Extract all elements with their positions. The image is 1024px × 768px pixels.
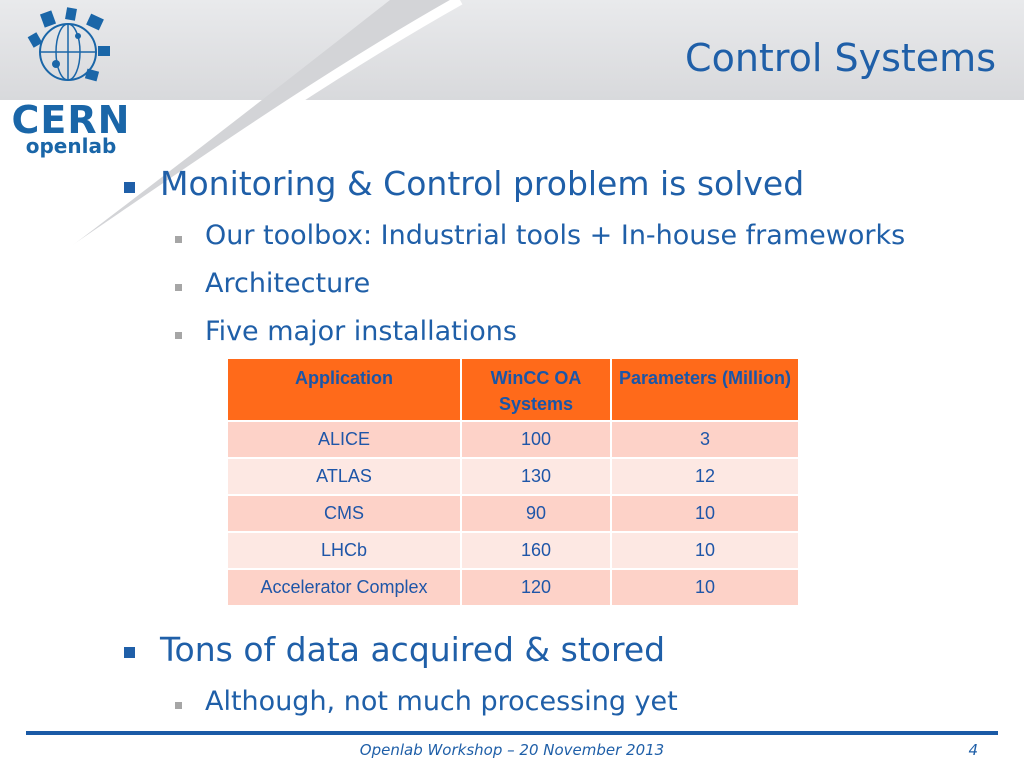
cern-emblem-icon xyxy=(27,7,110,82)
header-wincc-systems: WinCC OA Systems xyxy=(460,357,612,422)
cell-parameters: 12 xyxy=(610,457,800,496)
footer-caption: Openlab Workshop – 20 November 2013 xyxy=(359,741,665,759)
slide-title: Control Systems xyxy=(685,36,996,80)
table-row: LHCb 160 10 xyxy=(226,531,800,570)
cell-systems: 100 xyxy=(460,420,612,459)
sub-bullet-architecture: Architecture xyxy=(205,268,371,299)
sub-bullet-marker xyxy=(175,332,182,339)
sub-bullet-processing: Although, not much processing yet xyxy=(205,686,678,717)
sub-bullet-toolbox: Our toolbox: Industrial tools + In-house… xyxy=(205,220,906,251)
footer-divider xyxy=(26,731,998,735)
table-row: CMS 90 10 xyxy=(226,494,800,533)
cell-systems: 120 xyxy=(460,568,612,607)
cell-application: ATLAS xyxy=(226,457,462,496)
sub-bullet-marker xyxy=(175,702,182,709)
bullet-marker xyxy=(124,182,135,193)
cell-application: Accelerator Complex xyxy=(226,568,462,607)
cell-application: LHCb xyxy=(226,531,462,570)
header-band xyxy=(0,0,1024,100)
cern-openlab-logo: CERN openlab xyxy=(8,6,134,158)
logo-cern-text: CERN xyxy=(11,98,131,142)
installations-table: Application WinCC OA Systems Parameters … xyxy=(226,357,800,607)
sub-bullet-marker xyxy=(175,236,182,243)
sub-bullet-marker xyxy=(175,284,182,291)
header-swoosh xyxy=(0,0,463,305)
table-row: ATLAS 130 12 xyxy=(226,457,800,496)
cell-parameters: 10 xyxy=(610,494,800,533)
bullet-data-acquired: Tons of data acquired & stored xyxy=(160,630,666,669)
header-application: Application xyxy=(226,357,462,422)
cell-parameters: 10 xyxy=(610,568,800,607)
cell-systems: 90 xyxy=(460,494,612,533)
header-parameters: Parameters (Million) xyxy=(610,357,800,422)
bullet-marker xyxy=(124,647,135,658)
logo-openlab-text: openlab xyxy=(25,134,117,158)
bullet-monitoring: Monitoring & Control problem is solved xyxy=(160,164,805,203)
table-row: ALICE 100 3 xyxy=(226,420,800,459)
page-number: 4 xyxy=(968,741,978,759)
sub-bullet-installations: Five major installations xyxy=(205,316,517,347)
cell-systems: 130 xyxy=(460,457,612,496)
table-row: Accelerator Complex 120 10 xyxy=(226,568,800,607)
cell-application: ALICE xyxy=(226,420,462,459)
cell-application: CMS xyxy=(226,494,462,533)
cell-parameters: 3 xyxy=(610,420,800,459)
cell-systems: 160 xyxy=(460,531,612,570)
cell-parameters: 10 xyxy=(610,531,800,570)
table-header-row: Application WinCC OA Systems Parameters … xyxy=(226,357,800,422)
